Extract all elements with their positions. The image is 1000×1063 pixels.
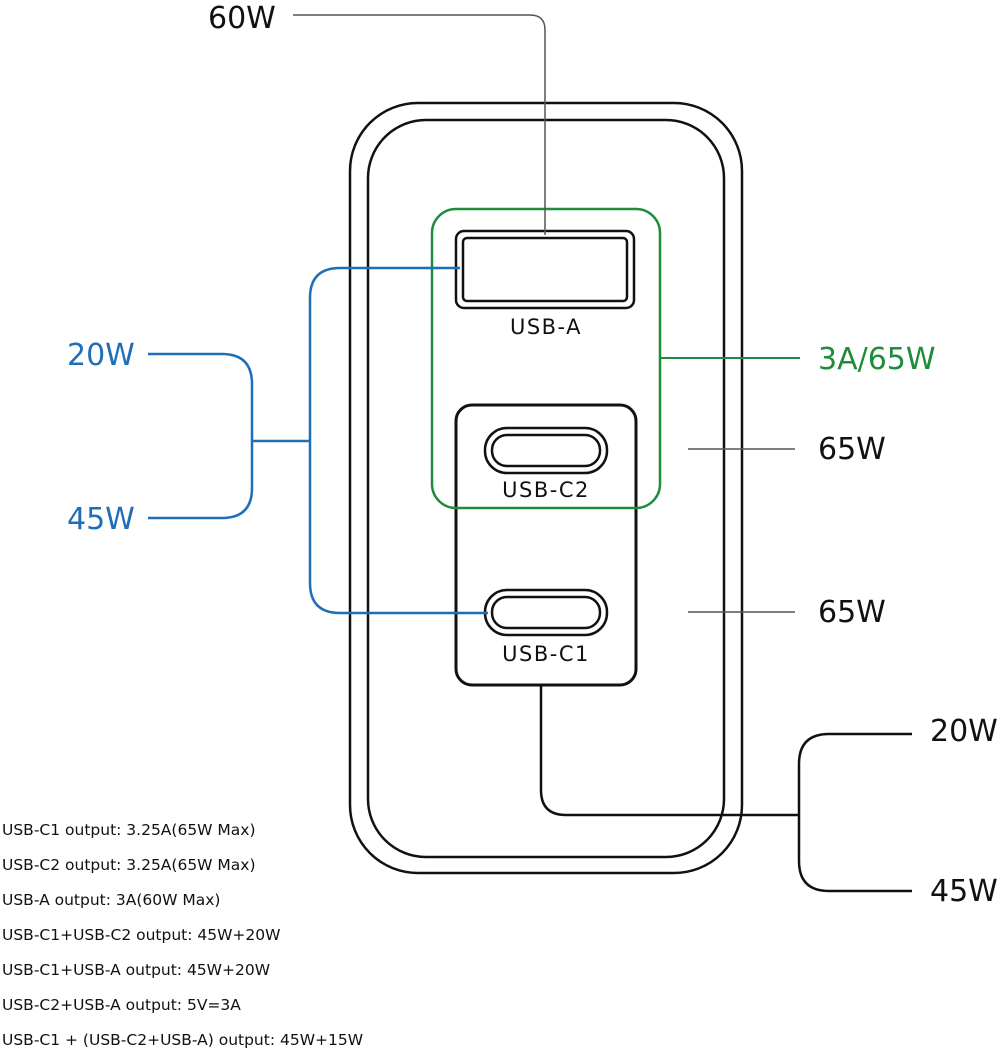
usb-a-max-label: 60W — [208, 1, 276, 36]
usb-c2-label: USB-C2 — [502, 478, 590, 502]
usb-a-callout-line — [293, 14, 546, 235]
black-top-label: 20W — [930, 714, 998, 749]
blue-top-label: 20W — [67, 338, 135, 373]
black-bracket-line — [539, 685, 912, 893]
spec-c1-a: USB-C1+USB-A output: 45W+20W — [2, 961, 271, 979]
spec-usb-c1: USB-C1 output: 3.25A(65W Max) — [2, 821, 256, 839]
green-right-label: 3A/65W — [818, 342, 936, 377]
output-spec-list: USB-C1 output: 3.25A(65W Max) USB-C2 out… — [2, 818, 363, 1063]
c1-right-label: 65W — [818, 595, 886, 630]
charger-body-inner — [366, 118, 726, 859]
blue-bottom-label: 45W — [67, 502, 135, 537]
spec-c2-a: USB-C2+USB-A output: 5V=3A — [2, 996, 241, 1014]
usb-c1-label: USB-C1 — [502, 642, 590, 666]
usb-c2-port — [483, 426, 609, 475]
spec-c1-c2-a: USB-C1 + (USB-C2+USB-A) output: 45W+15W — [2, 1031, 364, 1049]
c-ports-group-outline — [454, 403, 638, 687]
spec-usb-a: USB-A output: 3A(60W Max) — [2, 891, 221, 909]
charger-body-outer — [348, 101, 744, 875]
usb-a-label: USB-A — [510, 315, 582, 339]
spec-c1-c2: USB-C1+USB-C2 output: 45W+20W — [2, 926, 281, 944]
spec-usb-c2: USB-C2 output: 3.25A(65W Max) — [2, 856, 256, 874]
black-bottom-label: 45W — [930, 874, 998, 909]
usb-c1-port — [483, 588, 609, 637]
usb-a-port — [454, 229, 636, 310]
c2-right-label: 65W — [818, 432, 886, 467]
blue-bracket-line — [148, 266, 488, 615]
